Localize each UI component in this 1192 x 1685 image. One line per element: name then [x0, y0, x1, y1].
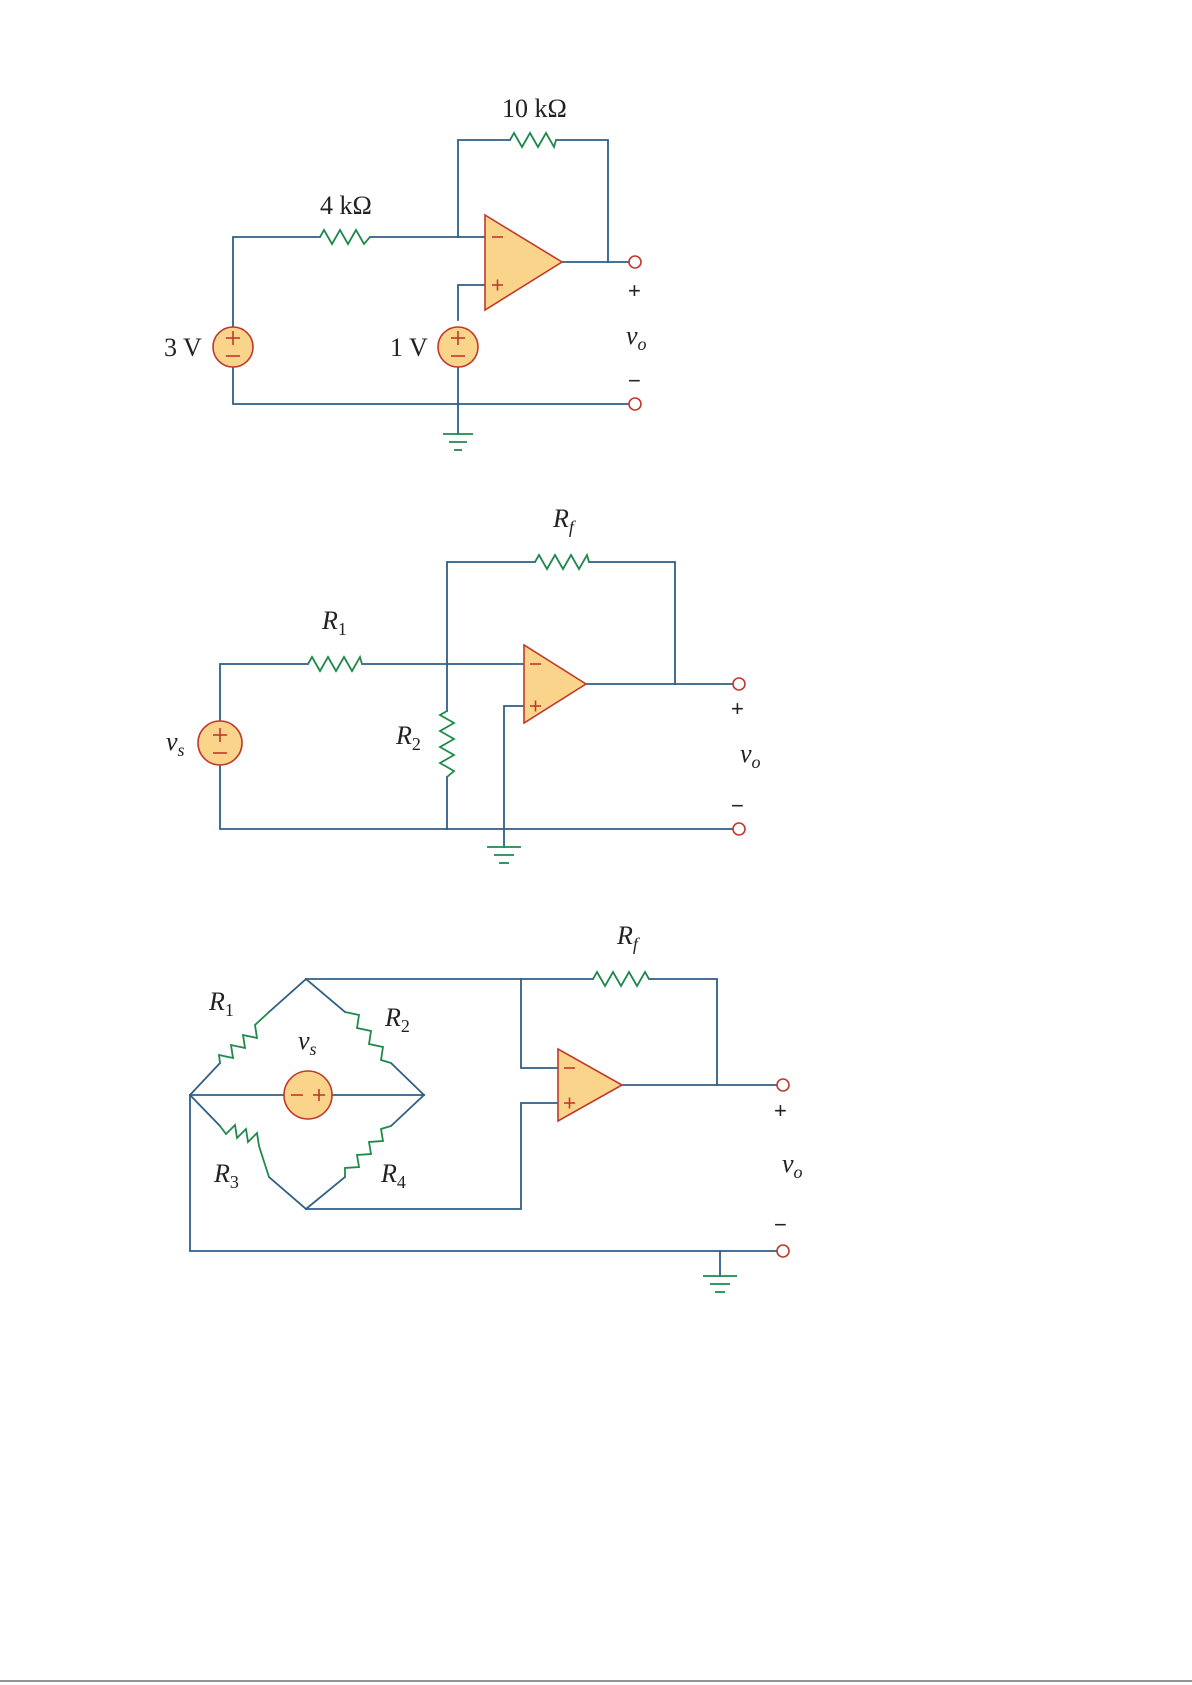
ground-symbol-2	[487, 847, 521, 863]
resistor-r2	[440, 711, 454, 777]
output-terminal-minus	[777, 1245, 789, 1257]
output-voltage-label: vo	[740, 739, 761, 772]
circuit-1-wires	[233, 140, 628, 434]
label-r2: R2	[395, 721, 421, 754]
output-plus-sign: +	[628, 278, 641, 303]
label-rf: Rf	[552, 504, 577, 537]
resistor-10k	[510, 133, 556, 147]
circuit-2-wires	[220, 562, 733, 847]
voltage-source-1v	[438, 327, 478, 367]
output-voltage-label: vo	[626, 321, 647, 354]
op-amp-2	[524, 645, 586, 723]
voltage-source-vs	[198, 721, 242, 765]
output-terminal-plus	[629, 256, 641, 268]
output-minus-sign: −	[731, 793, 744, 818]
output-terminal-minus	[733, 823, 745, 835]
label-r3: R3	[213, 1159, 239, 1192]
ground-symbol-1	[443, 434, 473, 450]
circuit-2: Rf R1 R2 vs + − vo	[166, 504, 761, 863]
output-plus-sign: +	[731, 696, 744, 721]
label-3v: 3 V	[164, 333, 202, 362]
label-vs: vs	[166, 727, 185, 760]
resistor-4k	[320, 230, 370, 244]
label-1v: 1 V	[390, 333, 428, 362]
label-10k: 10 kΩ	[502, 94, 567, 123]
label-r1: R1	[208, 987, 234, 1020]
output-terminal-minus	[629, 398, 641, 410]
label-vs: vs	[298, 1026, 317, 1059]
label-r1: R1	[321, 606, 347, 639]
circuit-1: 10 kΩ 4 kΩ 3 V 1 V + − vo	[164, 94, 647, 450]
resistor-rf	[593, 972, 649, 986]
op-amp-1	[485, 215, 562, 310]
ground-symbol-3	[703, 1276, 737, 1292]
label-r2: R2	[384, 1003, 410, 1036]
voltage-source-3v	[213, 327, 253, 367]
op-amp-3	[558, 1049, 622, 1121]
output-plus-sign: +	[774, 1098, 787, 1123]
voltage-source-vs	[284, 1071, 332, 1119]
label-rf: Rf	[616, 921, 641, 954]
output-terminal-plus	[777, 1079, 789, 1091]
circuit-3: Rf R1 R2 R3 R4 vs + − vo	[190, 921, 803, 1292]
output-minus-sign: −	[628, 368, 641, 393]
resistor-r1	[308, 657, 362, 671]
label-r4: R4	[380, 1159, 406, 1192]
output-voltage-label: vo	[782, 1149, 803, 1182]
label-4k: 4 kΩ	[320, 191, 372, 220]
resistor-rf	[535, 555, 589, 569]
circuit-3-wires	[190, 979, 777, 1276]
output-terminal-plus	[733, 678, 745, 690]
output-minus-sign: −	[774, 1212, 787, 1237]
